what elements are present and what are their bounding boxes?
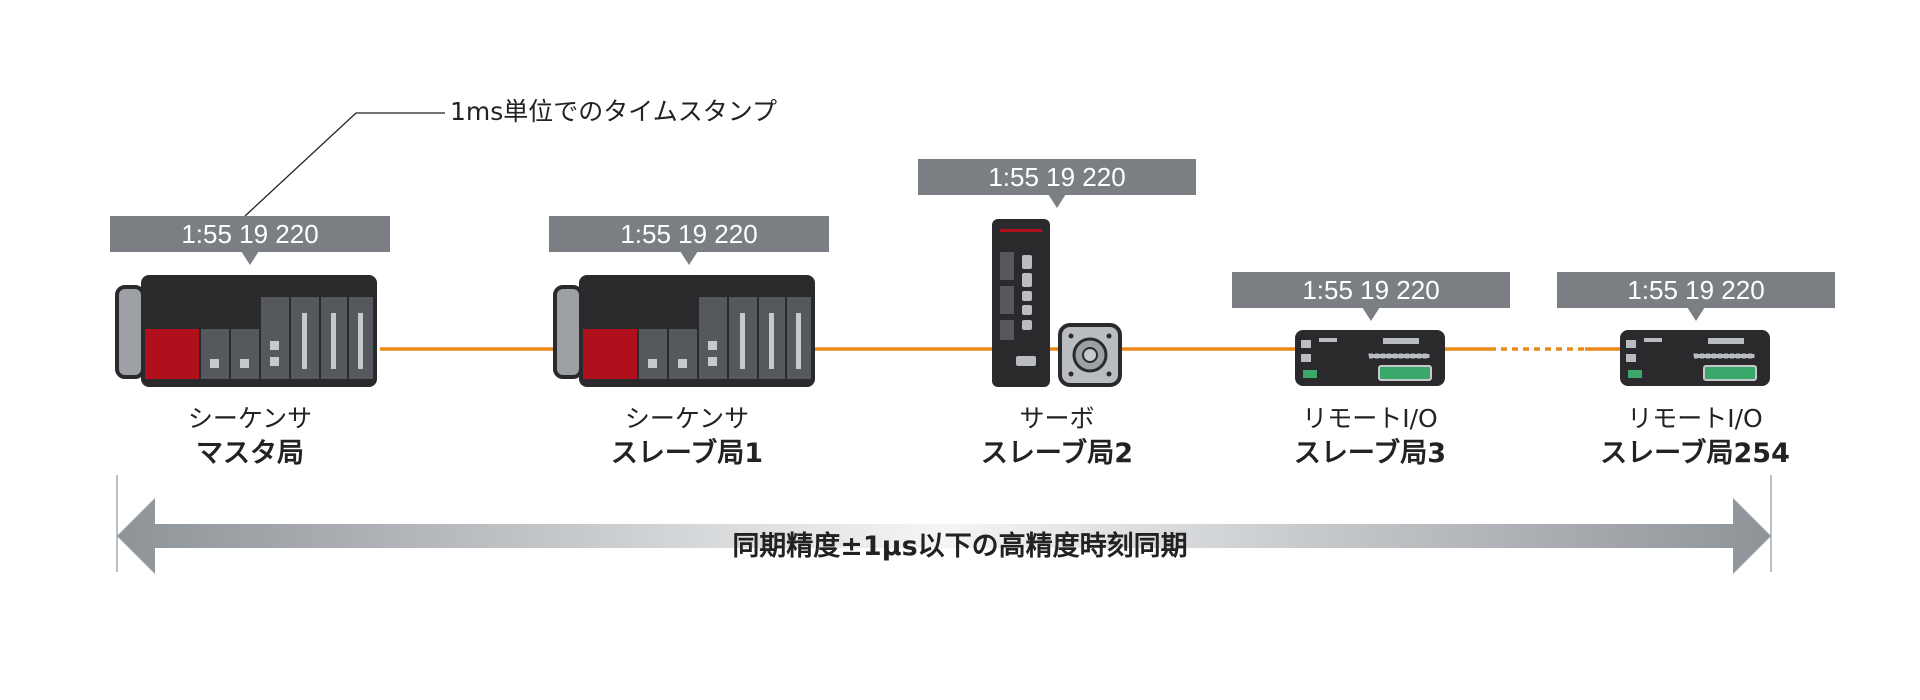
timestamp-callout-label: 1ms単位でのタイムスタンプ bbox=[450, 97, 778, 126]
timestamp-badge: 1:55 19 220 bbox=[110, 216, 390, 265]
remote-io-icon bbox=[1620, 330, 1770, 386]
station-role-label: マスタ局 bbox=[196, 438, 304, 469]
station-role-label: スレーブ局254 bbox=[1600, 438, 1790, 469]
station-slave-1: シーケンサ スレーブ局1 bbox=[527, 402, 847, 472]
sync-double-arrow bbox=[117, 498, 1771, 574]
timestamp-badge: 1:55 19 220 bbox=[1557, 272, 1835, 321]
station-slave-254: リモートI/O スレーブ局254 bbox=[1535, 402, 1855, 472]
station-type-label: シーケンサ bbox=[624, 404, 750, 433]
station-type-label: サーボ bbox=[1019, 404, 1095, 433]
station-role-label: スレーブ局3 bbox=[1293, 438, 1447, 469]
sequencer-icon bbox=[115, 275, 377, 387]
station-type-label: リモートI/O bbox=[1627, 404, 1763, 433]
servo-icon bbox=[992, 219, 1122, 387]
station-master: シーケンサ マスタ局 bbox=[90, 402, 410, 472]
station-role-label: スレーブ局2 bbox=[980, 438, 1134, 469]
timestamp-badge: 1:55 19 220 bbox=[549, 216, 829, 265]
callout-leader-line bbox=[244, 112, 445, 217]
remote-io-icon bbox=[1295, 330, 1445, 386]
sequencer-icon bbox=[553, 275, 815, 387]
sync-accuracy-label: 同期精度±1μs以下の高精度時刻同期 bbox=[732, 531, 1188, 562]
timestamp-badge: 1:55 19 220 bbox=[918, 159, 1196, 208]
station-role-label: スレーブ局1 bbox=[610, 438, 764, 469]
station-type-label: シーケンサ bbox=[187, 404, 313, 433]
station-slave-3: リモートI/O スレーブ局3 bbox=[1210, 402, 1530, 472]
timestamp-badge: 1:55 19 220 bbox=[1232, 272, 1510, 321]
station-type-label: リモートI/O bbox=[1302, 404, 1438, 433]
station-slave-2: サーボ スレーブ局2 bbox=[897, 402, 1217, 472]
